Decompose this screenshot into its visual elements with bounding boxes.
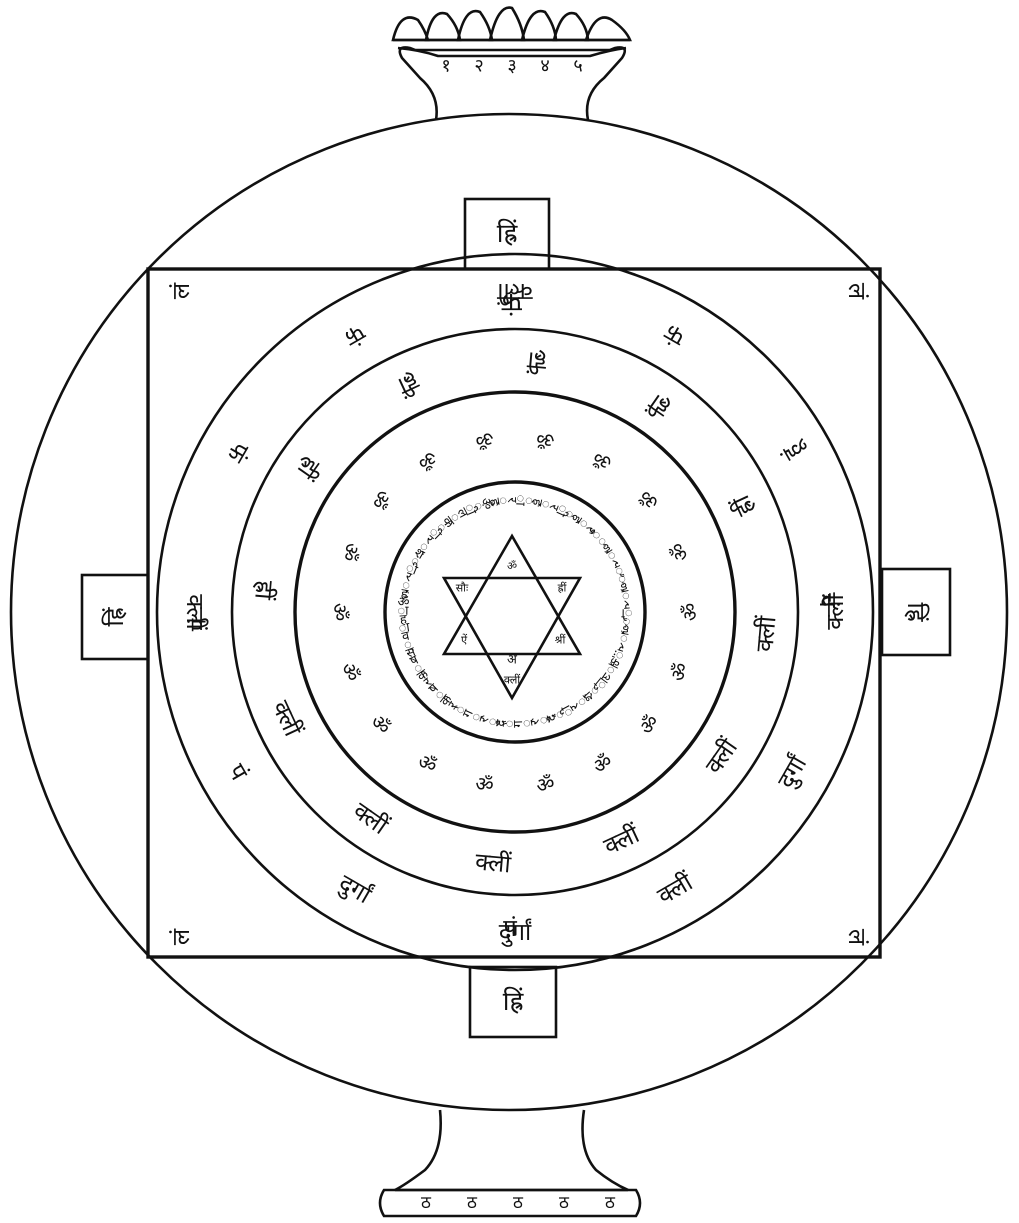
outer-ring-syllable: फं xyxy=(340,318,370,352)
base-mark: ठ xyxy=(421,1193,432,1213)
corner-label-top-left: लं xyxy=(167,282,195,299)
top-vessel: १ २ ३ ४ ५ xyxy=(393,8,630,120)
inner-ring-mark: ॐ xyxy=(366,485,396,514)
inner-ring-mark: ॐ xyxy=(634,485,664,514)
outer-ring-syllable: क्लीं xyxy=(496,278,532,306)
star-point-label: ह्रीं xyxy=(558,582,567,595)
outer-ring-syllable: फं xyxy=(660,318,690,352)
outer-ring-syllable: हूं xyxy=(776,437,810,465)
gate-label-right: ह्रिं xyxy=(902,603,930,623)
outer-syllable-ring: फं क्लीं फं हूं क्लीं दुर्गां क्लीं दुर्गां दुर्… xyxy=(181,278,849,947)
outer-ring-syllable: क्लीं xyxy=(821,593,849,629)
outer-ring-syllable: दुर्गां xyxy=(499,918,532,947)
circle-1 xyxy=(157,254,873,970)
star-point-label: ऐं xyxy=(461,634,468,647)
base-mark: ठ xyxy=(513,1193,524,1213)
middle-ring-syllable: ह्रीं xyxy=(249,579,279,601)
gate-top: ह्रिं xyxy=(465,199,549,269)
middle-ring-syllable: ह्रीं xyxy=(526,346,548,376)
outer-ring-syllable: क्लीं xyxy=(653,868,698,910)
outer-ring-syllable: पं xyxy=(222,759,253,785)
star-point-label: श्रीं xyxy=(555,634,566,647)
outer-square xyxy=(148,269,880,957)
base-mark: ठ xyxy=(467,1193,478,1213)
crown-mark: ५ xyxy=(573,56,582,77)
inner-ring-mark: ॐ xyxy=(474,771,496,798)
inner-ring-mark: ॐ xyxy=(366,710,396,739)
inner-ring-mark: ॐ xyxy=(634,710,664,739)
outer-ring-syllable: फं xyxy=(221,437,255,467)
inner-ring-mark: ॐ xyxy=(474,426,496,453)
inner-ring-mark: ॐ xyxy=(678,603,702,621)
gate-left: ह्रिं xyxy=(82,575,148,659)
middle-ring-syllable: क्लीं xyxy=(700,733,744,779)
inner-ring-mark: ॐ xyxy=(336,659,365,684)
crown-mark: ४ xyxy=(540,56,549,77)
inner-ring-mark: ॐ xyxy=(589,445,617,475)
middle-ring-syllable: क्लीं xyxy=(348,797,394,841)
base-mark: ठ xyxy=(559,1193,570,1213)
inner-ring-mark: ॐ xyxy=(414,445,442,475)
middle-ring-syllable: क्लीं xyxy=(474,848,513,879)
inner-ring-mark: ॐ xyxy=(534,771,556,798)
base-mark: ठ xyxy=(605,1193,616,1213)
star-point-label: ॐ xyxy=(507,560,517,573)
corner-label-bottom-right: लं xyxy=(843,929,871,946)
middle-ring-syllable: ह्रीं xyxy=(643,388,675,422)
inner-ring-mark: ॐ xyxy=(665,539,694,564)
inner-ring-mark: ॐ xyxy=(336,539,365,564)
outer-ring-syllable: दुर्गां xyxy=(772,750,814,793)
middle-ring-syllable: ह्रीं xyxy=(726,490,760,520)
star-center-label: अ xyxy=(507,653,518,668)
star-point-label: क्लीं xyxy=(504,674,520,687)
inner-ring-mark: ॐ xyxy=(534,426,556,453)
outer-ring-syllable: दुर्गां xyxy=(333,869,376,911)
inner-ring-mark: ॐ xyxy=(328,603,352,621)
circle-4 xyxy=(385,482,645,742)
gate-right: ह्रिं xyxy=(882,569,950,655)
circle-2 xyxy=(232,329,798,895)
crown-mark: ३ xyxy=(507,56,516,77)
outer-ring-syllable: क्लीं xyxy=(181,594,209,630)
outer-circle xyxy=(11,114,1007,1110)
corner-label-bottom-left: लं xyxy=(167,928,195,945)
middle-ring-syllable: क्लीं xyxy=(599,820,644,861)
inner-ring-mark: ॐ xyxy=(414,749,442,779)
gate-label-left: ह्रिं xyxy=(101,606,129,626)
star-point-label: सौः xyxy=(456,582,469,595)
corner-label-top-right: लं xyxy=(843,283,871,300)
middle-ring-syllable: ह्रीं xyxy=(393,367,423,401)
middle-ring-syllable: ह्रीं xyxy=(291,452,325,484)
gate-bottom: ह्रिं xyxy=(470,967,556,1037)
inner-ring-mark: ॐ xyxy=(589,749,617,779)
crown-mark: २ xyxy=(474,56,483,77)
circle-3 xyxy=(295,392,735,832)
crown-mark: १ xyxy=(441,56,450,77)
bottom-vessel: ठ ठ ठ ठ ठ xyxy=(380,1110,640,1216)
middle-ring-syllable: क्लीं xyxy=(751,614,782,653)
gate-label-top: ह्रिं xyxy=(497,218,519,249)
gate-label-bottom: ह्रिं xyxy=(503,986,525,1017)
inner-ring-mark: ॐ xyxy=(665,659,694,684)
middle-ring-syllable: क्लीं xyxy=(266,696,307,741)
